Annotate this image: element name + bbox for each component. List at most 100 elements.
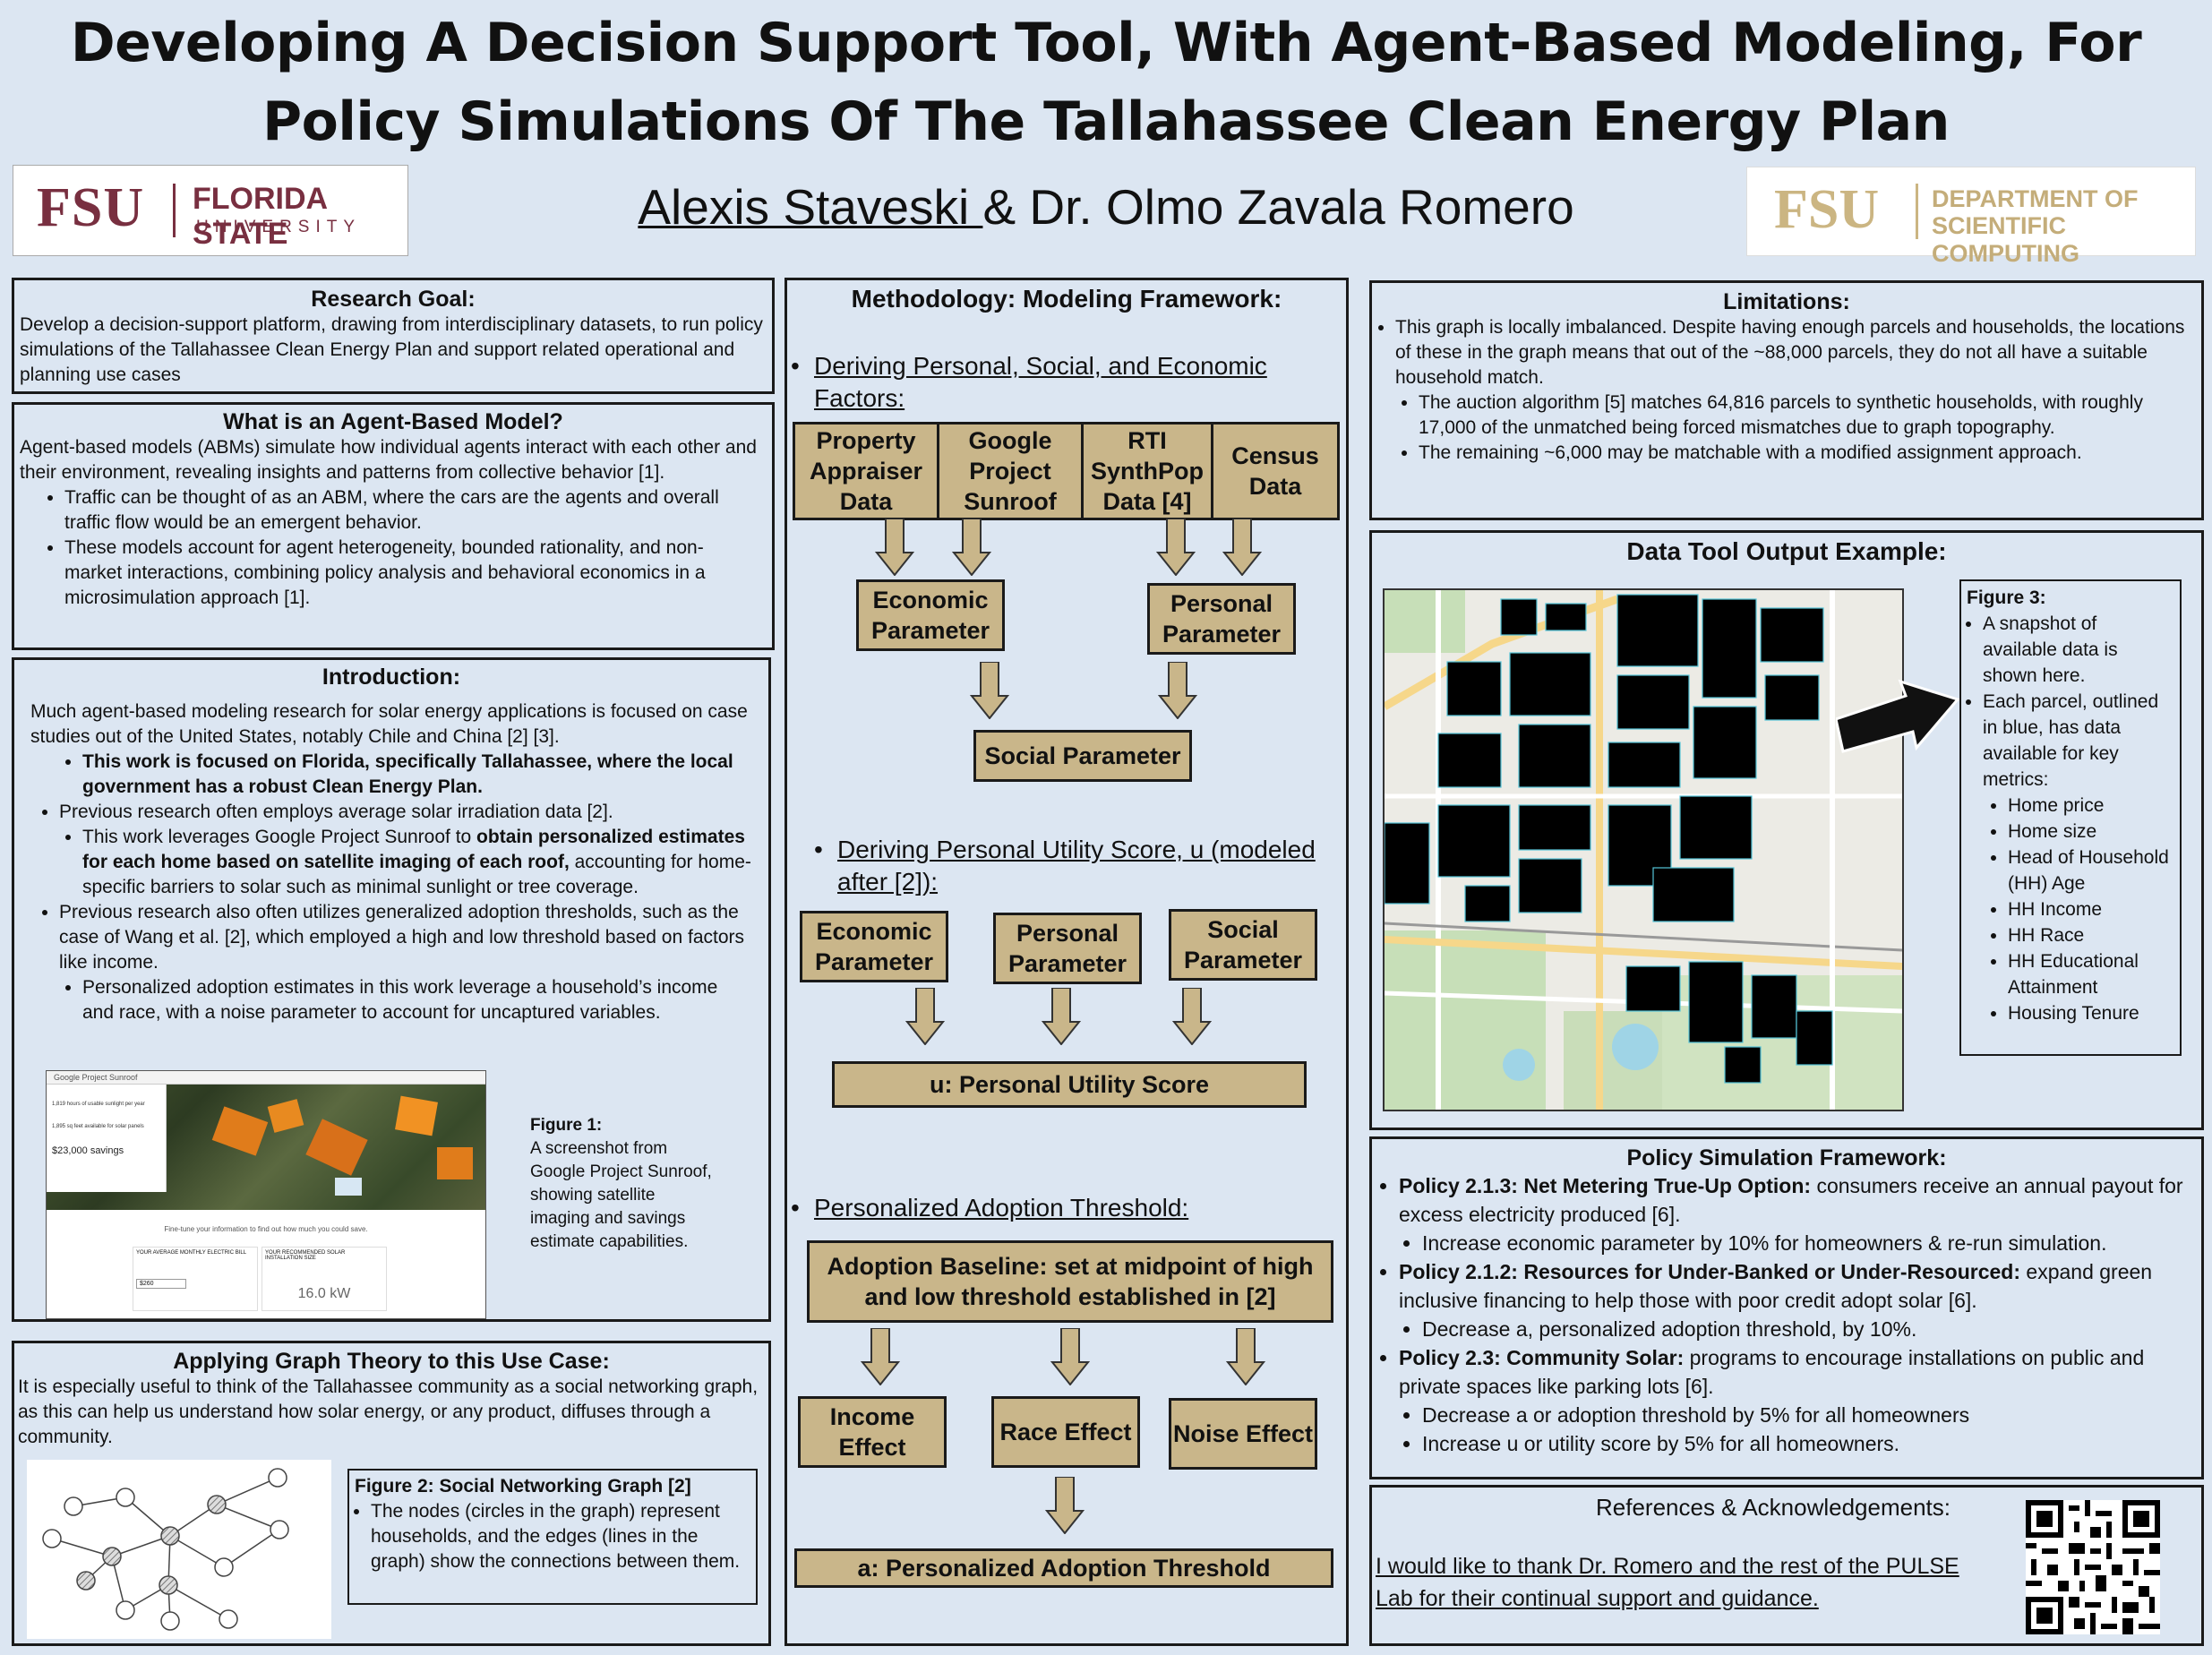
income-effect-box: Income Effect <box>798 1396 947 1468</box>
graph-node <box>268 1468 287 1488</box>
section-utility-score: • Deriving Personal Utility Score, u (mo… <box>814 836 1316 896</box>
economic-parameter-box: Economic Parameter <box>856 579 1005 651</box>
sun-hours-row: 1,819 hours of usable sunlight per year <box>52 1102 145 1107</box>
title-line-1: Developing A Decision Support Tool, With… <box>70 12 2142 74</box>
parcel <box>1760 607 1824 663</box>
down-arrow <box>1050 1328 1090 1385</box>
graph-node <box>214 1557 234 1577</box>
parcel <box>1702 598 1757 699</box>
utility-economic-box: Economic Parameter <box>800 911 948 982</box>
policy-action: Increase economic parameter by 10% for h… <box>1422 1229 2201 1257</box>
methodology-panel: Methodology: Modeling Framework: • Deriv… <box>784 278 1349 1646</box>
graph-theory-panel: Applying Graph Theory to this Use Case: … <box>12 1341 771 1646</box>
policy-heading: Policy Simulation Framework: <box>1626 1145 1947 1171</box>
parcel <box>1545 603 1587 631</box>
sunroof-screenshot: Google Project Sunroof 1,819 hours of us… <box>46 1070 486 1319</box>
parcel <box>1509 652 1591 716</box>
down-arrow <box>1158 662 1197 719</box>
qr-code[interactable] <box>2026 1500 2160 1634</box>
introduction-heading: Introduction: <box>322 665 461 690</box>
screenshot-topbar: Google Project Sunroof <box>47 1071 485 1085</box>
policy-action: Decrease a or adoption threshold by 5% f… <box>1422 1401 2201 1429</box>
roof-shape <box>211 1106 269 1156</box>
roof-shape <box>305 1119 368 1176</box>
policy-action: Decrease a, personalized adoption thresh… <box>1422 1315 2201 1343</box>
source-census: Census Data <box>1211 422 1340 520</box>
abm-bullet: Traffic can be thought of as an ABM, whe… <box>64 485 759 536</box>
parcel <box>1764 674 1820 721</box>
social-network-graph <box>27 1460 331 1639</box>
savings-value: $23,000 savings <box>52 1145 124 1156</box>
graph-theory-heading: Applying Graph Theory to this Use Case: <box>173 1349 610 1374</box>
metric-item: HH Educational Attainment <box>2008 948 2174 1000</box>
size-card: YOUR RECOMMENDED SOLAR INSTALLATION SIZE… <box>261 1247 387 1311</box>
graph-node-adopter <box>102 1547 122 1566</box>
roof-area-row: 1,895 sq feet available for solar panels <box>52 1124 144 1129</box>
map-poi <box>1503 1049 1535 1081</box>
parcel <box>1751 974 1797 1039</box>
race-effect-box: Race Effect <box>991 1396 1140 1468</box>
roof-shape <box>335 1178 362 1196</box>
figure-1-caption: Figure 1: A screenshot from Google Proje… <box>530 1114 718 1254</box>
limitations-sub-bullet: The remaining ~6,000 may be matchable wi… <box>1419 441 2192 466</box>
author-primary: Alexis Staveski <box>638 179 983 235</box>
limitations-panel: Limitations: This graph is locally imbal… <box>1369 280 2204 520</box>
title-line-2: Policy Simulations Of The Tallahassee Cl… <box>262 90 1950 153</box>
research-goal-panel: Research Goal: Develop a decision-suppor… <box>12 278 775 394</box>
dsc-logo: FSU DEPARTMENT OF SCIENTIFIC COMPUTING <box>1746 167 2196 267</box>
parcel <box>1446 661 1502 716</box>
roof-shape <box>437 1147 473 1179</box>
fsu-logo: FSU FLORIDA STATE UNIVERSITY <box>13 165 408 256</box>
graph-node <box>64 1496 83 1516</box>
metric-item: HH Race <box>2008 922 2174 948</box>
methodology-heading: Methodology: Modeling Framework: <box>851 285 1282 313</box>
size-value: 16.0 kW <box>297 1286 351 1301</box>
author-rest: & Dr. Olmo Zavala Romero <box>982 179 1574 235</box>
figure-3-title: Figure 3: <box>1967 587 2046 608</box>
parcel <box>1437 733 1502 788</box>
data-tool-heading: Data Tool Output Example: <box>1626 537 1947 565</box>
graph-node <box>219 1609 238 1629</box>
limitations-heading: Limitations: <box>1723 289 1850 314</box>
limitations-bullet: This graph is locally imbalanced. Despit… <box>1395 315 2192 390</box>
graph-node <box>42 1529 62 1548</box>
abm-text: Agent-based models (ABMs) simulate how i… <box>20 437 757 483</box>
down-arrow <box>1222 519 1262 576</box>
acknowledgement-text: I would like to thank Dr. Romero and the… <box>1376 1554 1959 1611</box>
map-poi <box>1612 1024 1659 1070</box>
source-property-appraiser: Property Appraiser Data <box>793 422 939 520</box>
parcel <box>1518 724 1591 788</box>
figure-2-text: The nodes (circles in the graph) represe… <box>371 1499 750 1574</box>
figure-3-caption: Figure 3: A snapshot of available data i… <box>1959 579 2182 1056</box>
down-arrow <box>1042 988 1081 1045</box>
policy-item: Policy 2.1.3: Net Metering True-Up Optio… <box>1399 1171 2194 1229</box>
intro-bullet: Previous research often employs average … <box>59 800 754 825</box>
parcel <box>1385 822 1430 905</box>
abm-heading: What is an Agent-Based Model? <box>223 409 563 434</box>
figure-1-title: Figure 1: <box>530 1116 603 1135</box>
graph-node <box>116 1488 135 1507</box>
figure-2-caption: Figure 2: Social Networking Graph [2] Th… <box>347 1469 758 1605</box>
map-green-area <box>1385 590 1465 653</box>
fsu-logo-name2: UNIVERSITY <box>196 218 362 236</box>
bill-select[interactable]: $260 <box>136 1279 186 1289</box>
map-road <box>1385 936 1902 970</box>
dsc-logo-name1: DEPARTMENT OF <box>1932 185 2139 212</box>
parcel <box>1796 1010 1833 1066</box>
metric-item: HH Income <box>2008 896 2174 922</box>
poster-title: Developing A Decision Support Tool, With… <box>0 4 2212 161</box>
parcel <box>1688 961 1744 1043</box>
roof-shape <box>395 1095 438 1136</box>
metric-item: Home price <box>2008 793 2174 819</box>
source-google-sunroof: Google Project Sunroof <box>937 422 1084 520</box>
parcel <box>1437 804 1511 878</box>
references-panel: References & Acknowledgements: I would l… <box>1369 1485 2204 1646</box>
noise-effect-box: Noise Effect <box>1169 1398 1317 1470</box>
fsu-logo-name1: FLORIDA STATE <box>193 182 327 251</box>
down-arrow <box>1156 519 1196 576</box>
graph-node-adopter <box>160 1526 180 1546</box>
utility-score-box: u: Personal Utility Score <box>832 1061 1307 1108</box>
graph-theory-text: It is especially useful to think of the … <box>18 1376 759 1447</box>
references-heading: References & Acknowledgements: <box>1596 1494 1951 1521</box>
down-arrow <box>861 1328 900 1385</box>
